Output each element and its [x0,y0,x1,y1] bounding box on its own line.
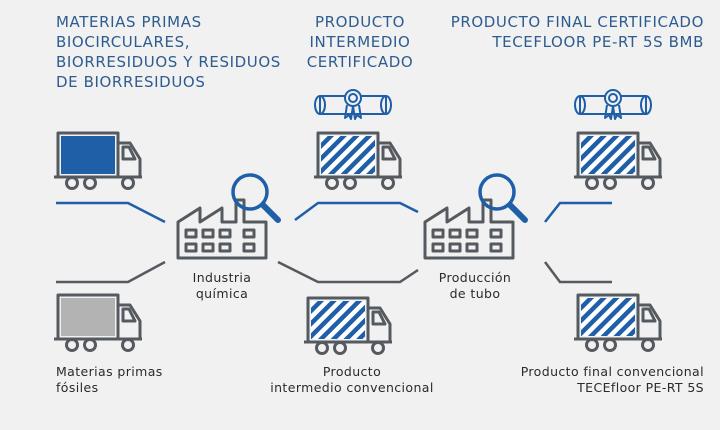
truck-icon [52,293,144,352]
label-chemical-industry: Industria química [192,270,252,301]
conventional-flow-lines [56,260,612,284]
truck-icon [572,293,664,352]
heading-certified-intermediate: PRODUCTO INTERMEDIO CERTIFICADO [306,13,414,71]
label-fossil-raw-materials: Materias primas fósiles [56,364,163,395]
heading-biocircular-raw-materials: MATERIAS PRIMAS BIOCIRCULARES, BIORRESID… [56,13,281,91]
magnifier-icon [480,175,525,220]
truck-icon [572,131,664,190]
certificate-icon [574,89,652,120]
truck-icon [52,131,144,190]
label-pipe-production: Producción de tubo [438,270,512,301]
label-conventional-intermediate: Producto intermedio convencional [270,364,434,395]
magnifier-icon [233,175,278,220]
certified-flow-lines [56,201,612,224]
heading-certified-final-product: PRODUCTO FINAL CERTIFICADO TECEFLOOR PE-… [450,13,704,51]
truck-icon [302,296,394,355]
certificate-icon [314,89,392,120]
truck-icon [312,131,404,190]
label-conventional-final-product: Producto final convencional TECEfloor PE… [520,364,704,395]
